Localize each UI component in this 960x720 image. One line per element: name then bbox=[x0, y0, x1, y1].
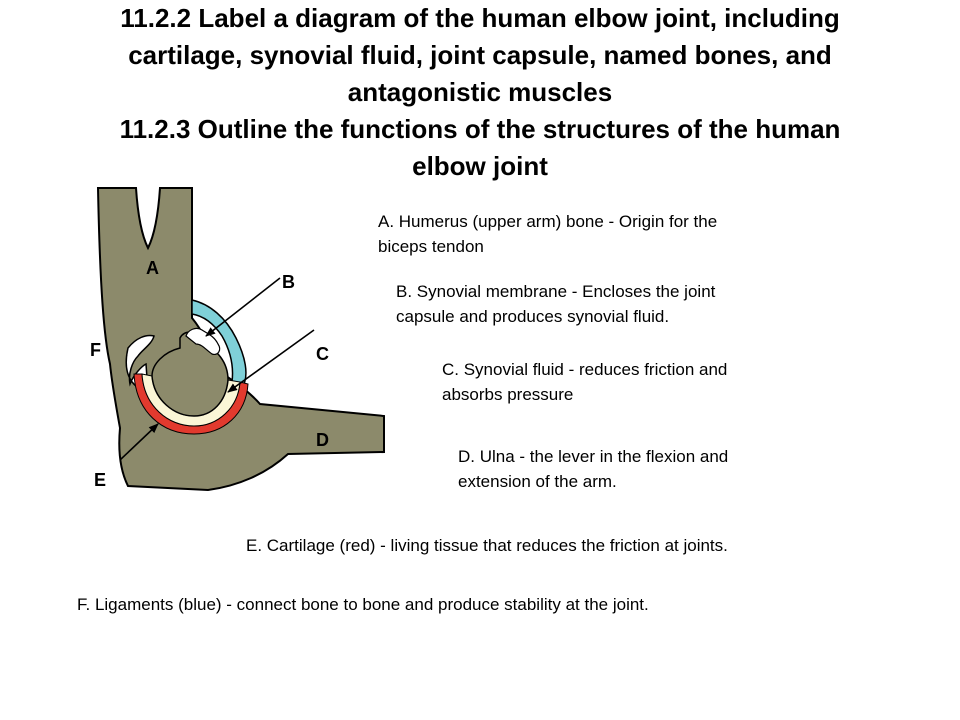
description-e-line-1: E. Cartilage (red) - living tissue that … bbox=[246, 536, 728, 555]
description-a-line-2: biceps tendon bbox=[378, 237, 484, 256]
description-b-line-2: capsule and produces synovial fluid. bbox=[396, 307, 670, 326]
description-a: A. Humerus (upper arm) bone - Origin for… bbox=[378, 209, 717, 259]
label-d: D bbox=[316, 430, 329, 450]
arrow-b bbox=[205, 277, 281, 337]
label-c: C bbox=[316, 344, 329, 364]
humerus-head bbox=[151, 331, 229, 417]
description-c: C. Synovial fluid - reduces friction and… bbox=[442, 357, 727, 407]
description-b: B. Synovial membrane - Encloses the join… bbox=[396, 279, 715, 329]
label-e: E bbox=[94, 470, 106, 490]
description-f-line-1: F. Ligaments (blue) - connect bone to bo… bbox=[77, 595, 649, 614]
label-b: B bbox=[282, 272, 295, 292]
title-line-1: 11.2.2 Label a diagram of the human elbo… bbox=[120, 3, 840, 33]
label-a: A bbox=[146, 258, 159, 278]
title-line-4: 11.2.3 Outline the functions of the stru… bbox=[119, 114, 841, 144]
title-line-3: antagonistic muscles bbox=[347, 77, 613, 107]
title-line-5: elbow joint bbox=[412, 151, 548, 181]
slide-title: 11.2.2 Label a diagram of the human elbo… bbox=[40, 0, 920, 185]
description-d: D. Ulna - the lever in the flexion and e… bbox=[458, 444, 728, 494]
arrow-e bbox=[119, 423, 159, 461]
description-a-line-1: A. Humerus (upper arm) bone - Origin for… bbox=[378, 212, 718, 231]
title-line-2: cartilage, synovial fluid, joint capsule… bbox=[128, 40, 832, 70]
description-e: E. Cartilage (red) - living tissue that … bbox=[246, 533, 728, 558]
description-d-line-1: D. Ulna - the lever in the flexion and bbox=[458, 447, 729, 466]
description-c-line-2: absorbs pressure bbox=[442, 385, 574, 404]
description-d-line-2: extension of the arm. bbox=[458, 472, 617, 491]
label-f: F bbox=[90, 340, 101, 360]
elbow-joint-diagram: A B C D E F bbox=[90, 187, 385, 492]
description-f: F. Ligaments (blue) - connect bone to bo… bbox=[77, 592, 649, 617]
description-b-line-1: B. Synovial membrane - Encloses the join… bbox=[396, 282, 716, 301]
arrow-c bbox=[227, 329, 315, 393]
synovial-membrane bbox=[185, 327, 221, 355]
description-c-line-1: C. Synovial fluid - reduces friction and bbox=[442, 360, 728, 379]
